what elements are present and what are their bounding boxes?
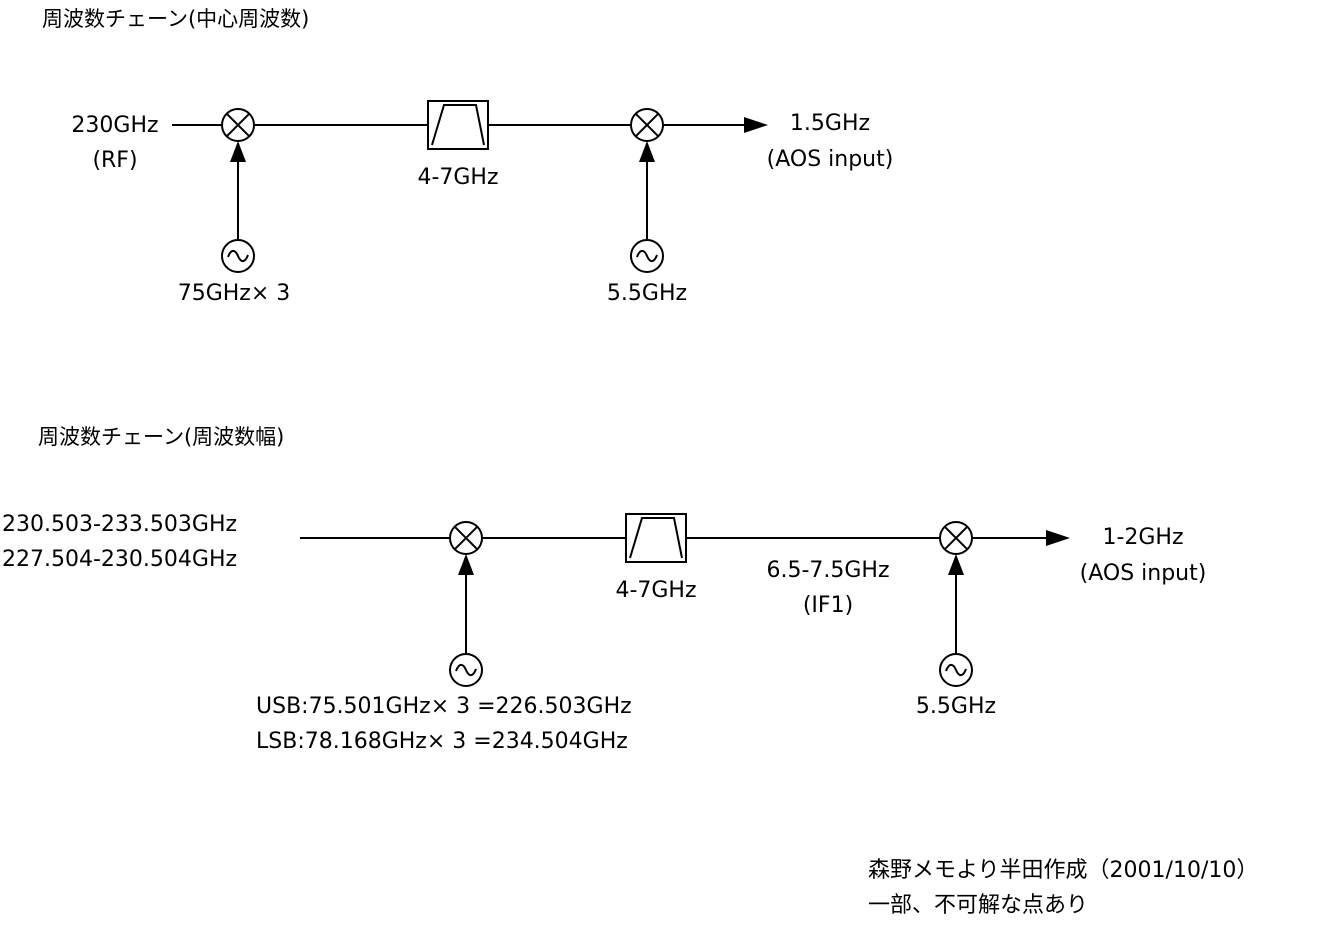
chain2-lo2-arrow-icon [948, 554, 964, 575]
chain1-rf-label: 230GHz (RF) [71, 113, 158, 173]
chain2-output-arrow-icon [1046, 530, 1070, 546]
chain1-title: 周波数チェーン(中心周波数) [42, 7, 309, 31]
chain2-mixer2-icon [939, 521, 973, 555]
chain1-out-tag: (AOS input) [767, 147, 894, 172]
chain2-lo1-arrow-icon [458, 554, 474, 575]
chain2-out-tag: (AOS input) [1080, 561, 1207, 586]
chain1-rf-tag: (RF) [92, 148, 137, 173]
chain1-rf-freq: 230GHz [71, 113, 158, 138]
chain1-lo1-oscillator-icon [221, 239, 255, 273]
chain2-title: 周波数チェーン(周波数幅) [38, 425, 284, 449]
chain1-out-freq: 1.5GHz [790, 111, 870, 136]
footer-note-line2: 一部、不可解な点あり [868, 893, 1088, 918]
chain1-mixer1-icon [221, 108, 255, 142]
chain2-lo1-lsb: LSB:78.168GHz× 3 =234.504GHz [256, 729, 628, 754]
chain1-filter-label: 4-7GHz [417, 165, 498, 190]
chain1-output-arrow-icon [744, 117, 768, 133]
chain1-mixer2-icon [630, 108, 664, 142]
chain2-lo1-usb: USB:75.501GHz× 3 =226.503GHz [256, 694, 632, 719]
chain1-bandpass-filter-icon [427, 100, 489, 150]
chain2-if-freq: 6.5-7.5GHz [766, 558, 889, 583]
chain2-mixer1-icon [449, 521, 483, 555]
chain1-lo2-oscillator-icon [630, 239, 664, 273]
chain1-lo1-arrow-icon [230, 141, 246, 162]
chain2-lo2-oscillator-icon [939, 653, 973, 687]
chain2-out-freq: 1-2GHz [1102, 525, 1183, 550]
chain2-lo1-oscillator-icon [449, 653, 483, 687]
chain1-lo1-label: 75GHz× 3 [178, 281, 291, 306]
chain2-filter-label: 4-7GHz [615, 578, 696, 603]
chain2-bandpass-filter-icon [625, 513, 687, 563]
chain2-rf-line1: 230.503-233.503GHz [2, 512, 237, 537]
chain2-rf-line2: 227.504-230.504GHz [2, 547, 237, 572]
chain2-if-tag: (IF1) [803, 593, 853, 618]
chain1-lo2-label: 5.5GHz [607, 281, 687, 306]
chain2-lo2-label: 5.5GHz [916, 694, 996, 719]
footer-note-line1: 森野メモより半田作成（2001/10/10） [868, 858, 1258, 883]
chain1-lo2-arrow-icon [639, 141, 655, 162]
